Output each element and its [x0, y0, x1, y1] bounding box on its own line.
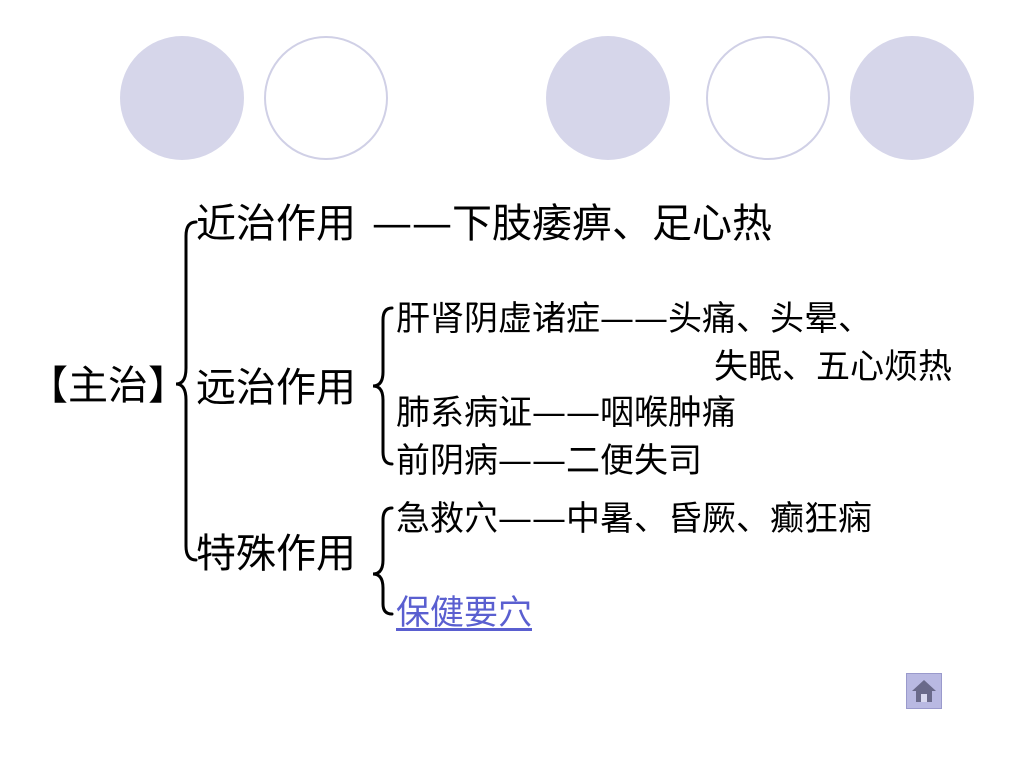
home-icon — [912, 680, 936, 702]
near-effect-item: ——下肢痿痹、足心热 — [372, 201, 772, 247]
decor-circle-5 — [850, 36, 974, 160]
special-effect-label: 特殊作用 — [196, 531, 356, 577]
root-label: 【主治】 — [28, 363, 188, 409]
special-item-emergency: 急救穴——中暑、昏厥、癫狂痫 — [396, 499, 872, 539]
health-point-link[interactable]: 保健要穴 — [396, 593, 532, 633]
far-brace — [372, 306, 394, 466]
far-item-lung: 肺系病证——咽喉肿痛 — [396, 393, 736, 433]
decor-circle-3 — [546, 36, 670, 160]
far-item-liver-kidney: 肝肾阴虚诸症——头痛、头晕、 — [396, 299, 872, 339]
far-item-genital: 前阴病——二便失司 — [396, 441, 702, 481]
home-button[interactable] — [906, 673, 942, 709]
special-brace — [372, 506, 394, 616]
decor-circle-1 — [120, 36, 244, 160]
far-effect-label: 远治作用 — [196, 365, 356, 411]
far-item-liver-kidney-cont: 失眠、五心烦热 — [714, 347, 952, 387]
decor-circle-4 — [706, 36, 830, 160]
decor-circle-2 — [264, 36, 388, 160]
main-brace — [175, 220, 198, 562]
near-effect-label: 近治作用 — [196, 201, 356, 247]
